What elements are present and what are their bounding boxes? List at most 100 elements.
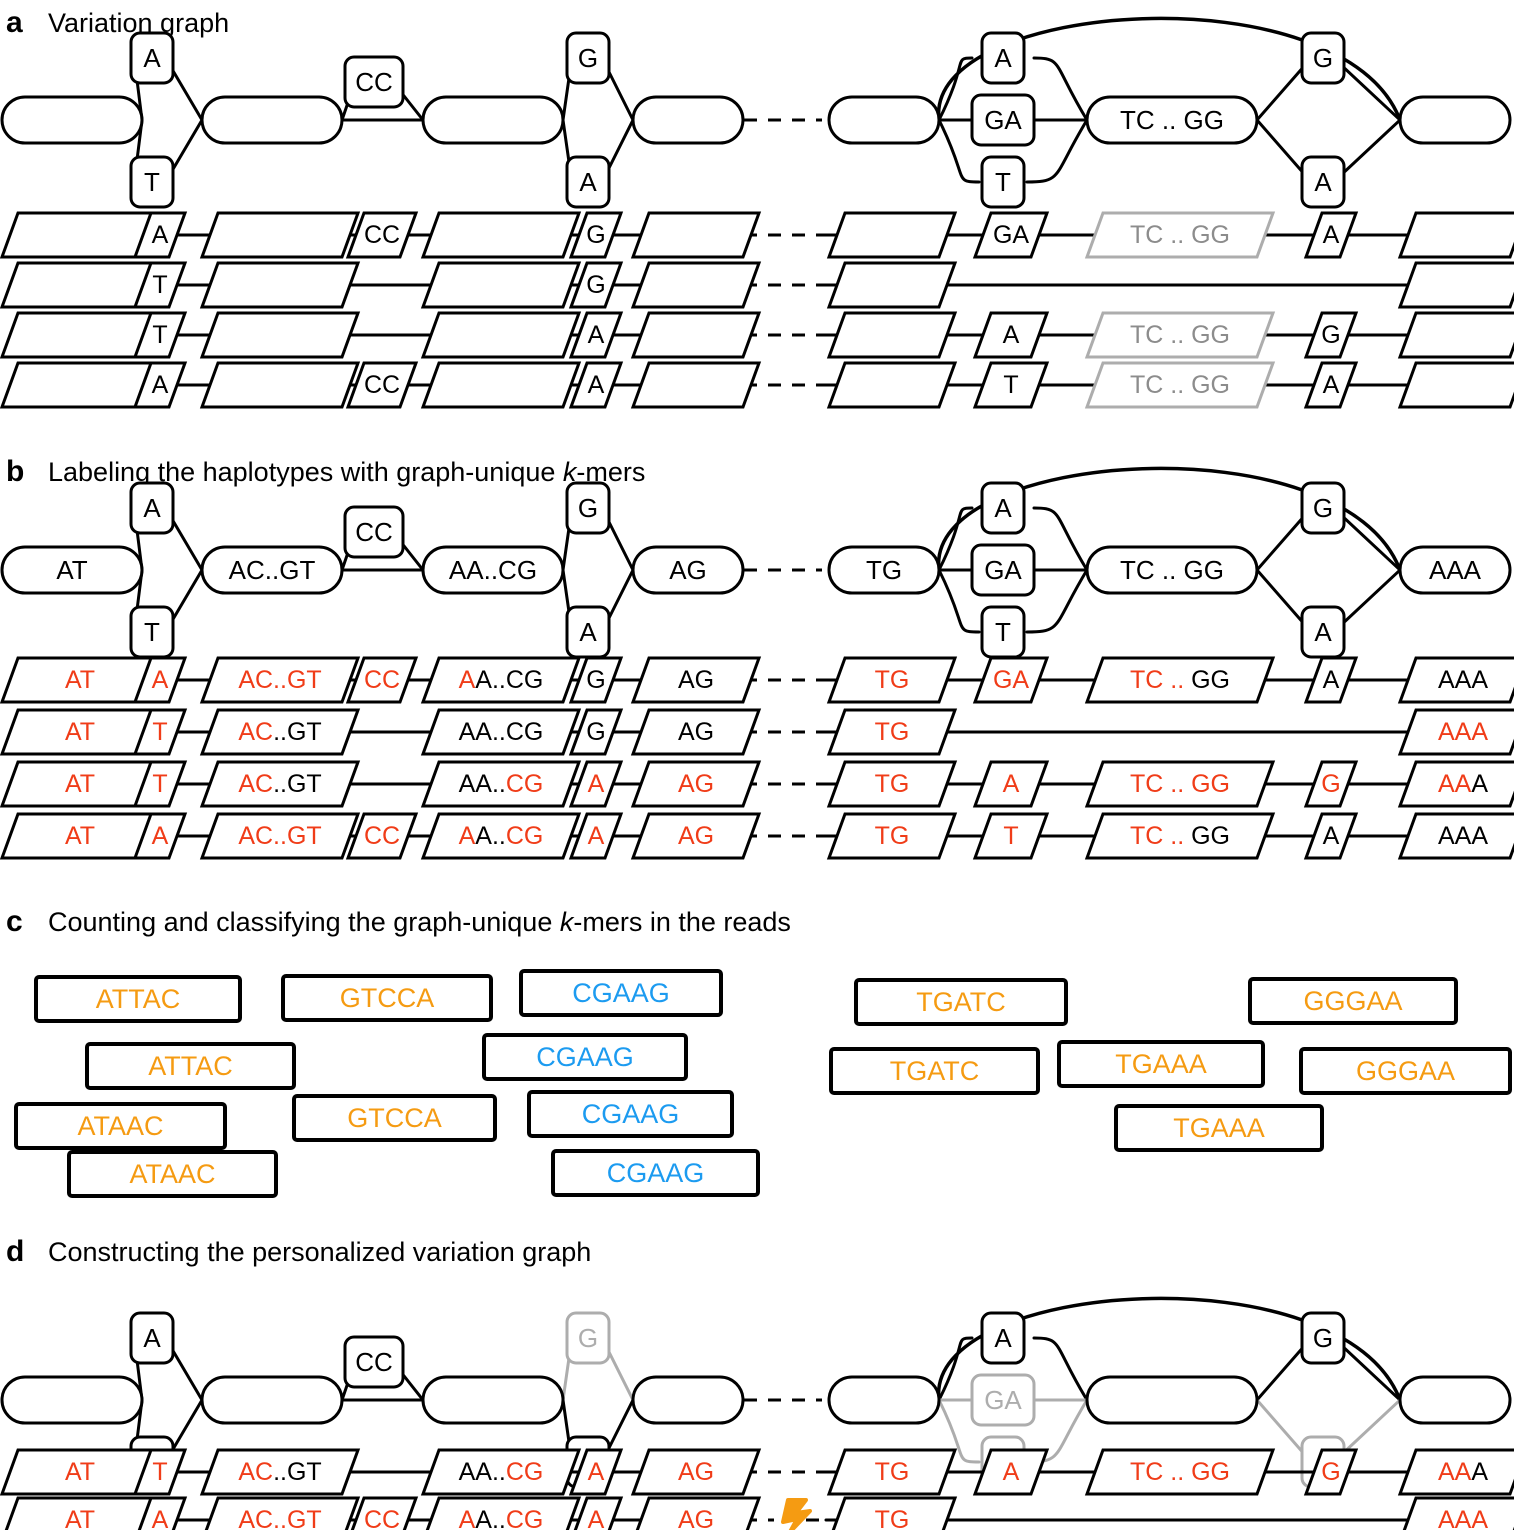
panel-c-caption: Counting and classifying the graph-uniqu… xyxy=(48,907,791,937)
haplotype-cell-label: A xyxy=(588,371,605,399)
haplotype-cell: TC .. GG xyxy=(1084,1448,1276,1496)
haplotype-cell: CC xyxy=(350,1496,419,1530)
haplotype-cell-label: A xyxy=(152,822,169,850)
haplotype-cell xyxy=(420,311,582,359)
graph-node-allele-ga: GA xyxy=(970,543,1036,597)
haplotype-cell: TG xyxy=(826,760,958,808)
haplotype-cell-label: G xyxy=(1321,770,1340,798)
graph-node-label: A xyxy=(1314,617,1332,647)
graph-node-n5 xyxy=(421,1375,565,1425)
graph-node-n7: AG xyxy=(631,545,745,595)
haplotype-cell-label: TC .. GG xyxy=(1130,371,1230,399)
haplotype-cell: AG xyxy=(630,708,762,756)
graph-node-label: AG xyxy=(669,555,707,585)
haplotype-cell: AC..GT xyxy=(199,760,361,808)
haplotype-cell-label: AT xyxy=(65,770,95,798)
haplotype-cell: AA..CG xyxy=(420,656,582,704)
haplotype-cell-label: CC xyxy=(364,822,400,850)
haplotype-cell: GA xyxy=(972,656,1050,704)
read-box: TGAAA xyxy=(1057,1040,1265,1088)
graph-node-allele-cc: CC xyxy=(343,55,405,109)
graph-node-label: T xyxy=(144,167,160,197)
graph-edge xyxy=(1338,512,1402,572)
haplotype-cell: AT xyxy=(4,1496,161,1530)
graph-node-allele-t1: T xyxy=(129,155,175,209)
haplotype-cell: AA..CG xyxy=(420,760,582,808)
haplotype-cell-label: AG xyxy=(678,1506,714,1530)
haplotype-cell-label: A xyxy=(588,822,605,850)
haplotype-cell xyxy=(1397,361,1514,409)
read-box: ATTAC xyxy=(34,975,242,1023)
panel-d-letter: d xyxy=(6,1235,25,1268)
haplotype-cell: TC .. GG xyxy=(1084,361,1276,409)
haplotype-cell: AAA xyxy=(1397,812,1514,860)
graph-node-label: TG xyxy=(866,555,902,585)
haplotype-cell-label: AG xyxy=(678,718,714,746)
haplotype-cell: TG xyxy=(826,656,958,704)
graph-node-allele-a2: A xyxy=(565,605,611,659)
haplotype-cell: CC xyxy=(345,361,419,409)
haplotype-cell xyxy=(199,361,361,409)
graph-node-allele-a4: A xyxy=(1300,155,1346,209)
haplotype-cell-label: T xyxy=(152,718,167,746)
haplotype-cell-label: AT xyxy=(65,1506,95,1530)
read-kmer-label: GGGAA xyxy=(1303,986,1402,1016)
graph-node-label: CC xyxy=(355,1347,393,1377)
haplotype-cell-label: TC .. GG xyxy=(1130,221,1230,249)
read-kmer-label: CGAAG xyxy=(607,1158,705,1188)
haplotype-cell-label: AA..CG xyxy=(459,1458,544,1486)
haplotype-cell: G xyxy=(568,708,624,756)
graph-node-label: CC xyxy=(355,517,393,547)
haplotype-cell-label: TG xyxy=(875,666,910,694)
graph-node-allele-a2: A xyxy=(565,155,611,209)
haplotype-cell: AG xyxy=(630,760,762,808)
haplotype-cell xyxy=(826,211,958,259)
panel-b-letter: b xyxy=(6,455,25,488)
haplotype-cell: AAA xyxy=(1397,708,1514,756)
graph-edge xyxy=(1255,118,1308,178)
graph-edge-curved xyxy=(1025,568,1089,634)
haplotype-cell: CC xyxy=(345,656,419,704)
lightning-bolt-icon xyxy=(781,1498,812,1530)
read-box: GTCCA xyxy=(292,1094,497,1142)
graph-node-n3 xyxy=(200,95,344,145)
haplotype-cell xyxy=(826,361,958,409)
haplotype-cell: TG xyxy=(826,812,958,860)
haplotype-cell xyxy=(420,261,582,309)
graph-node-n10 xyxy=(1085,1375,1259,1425)
haplotype-cell: AT xyxy=(0,656,161,704)
haplotype-cell: A xyxy=(568,812,624,860)
read-box: CGAAG xyxy=(519,969,723,1017)
haplotype-cell-label: A xyxy=(1003,1458,1020,1486)
graph-edge-curved xyxy=(1032,506,1089,572)
haplotype-cell: A xyxy=(972,311,1050,359)
haplotype-cell: G xyxy=(1303,311,1359,359)
haplotype-cell-label: TC .. GG xyxy=(1130,666,1230,694)
haplotype-cell: TC .. GG xyxy=(1084,211,1276,259)
haplotype-cell-label: CC xyxy=(364,666,400,694)
graph-node-label: TC .. GG xyxy=(1120,555,1224,585)
graph-node-label: G xyxy=(578,43,598,73)
graph-node-n10: TC .. GG xyxy=(1085,95,1259,145)
haplotype-cell-label: AC..GT xyxy=(238,822,321,850)
haplotype-cell: TC .. GG xyxy=(1084,311,1276,359)
haplotype-cell-label: T xyxy=(152,271,167,299)
graph-edge-curved xyxy=(1032,1336,1089,1402)
graph-edge xyxy=(1255,62,1308,122)
graph-edge-curved xyxy=(937,56,974,122)
graph-node-label: AT xyxy=(56,555,87,585)
haplotype-cell xyxy=(0,211,161,259)
read-kmer-label: TGATC xyxy=(916,987,1006,1017)
graph-node-label: GA xyxy=(984,555,1022,585)
graph-node-allele-g1: G xyxy=(565,1311,611,1365)
read-kmer-label: CGAAG xyxy=(536,1042,634,1072)
panel-a-letter: a xyxy=(6,6,23,39)
haplotype-cell: AAA xyxy=(1397,760,1514,808)
read-kmer-label: GGGAA xyxy=(1356,1056,1455,1086)
